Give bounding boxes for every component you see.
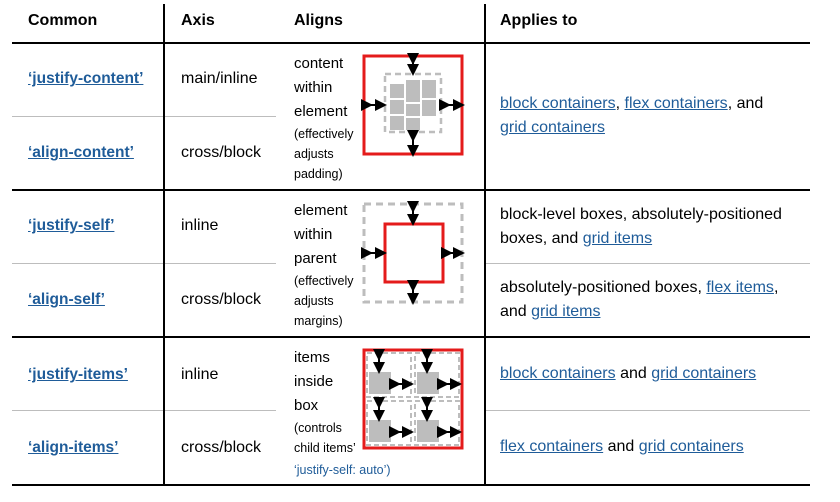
bottom-rule: [12, 484, 810, 486]
flex-containers-link[interactable]: flex containers: [624, 95, 728, 112]
grid-containers-link[interactable]: grid containers: [500, 119, 605, 136]
grid-containers-link[interactable]: grid containers: [651, 365, 757, 382]
column-rule: [484, 4, 486, 484]
axis-inline: inline: [181, 366, 219, 383]
header-applies-to: Applies to: [500, 12, 578, 29]
grid-items-link[interactable]: grid items: [531, 303, 601, 320]
aligns-description: items inside box (controls child items’ …: [294, 349, 391, 477]
axis-cross-block: cross/block: [181, 439, 262, 456]
applies-to-items-align: flex containers and grid containers: [500, 438, 744, 455]
aligns-description: content within element (effectively adju…: [294, 55, 354, 181]
axis-cross-block: cross/block: [181, 144, 262, 161]
grid-containers-link[interactable]: grid containers: [638, 438, 744, 455]
row-divider: [12, 116, 276, 117]
block-containers-link[interactable]: block containers: [500, 95, 616, 112]
block-containers-link[interactable]: block containers: [500, 365, 616, 382]
row-divider: [12, 263, 276, 264]
content-alignment-diagram: [361, 53, 465, 157]
flex-items-link[interactable]: flex items: [706, 279, 774, 296]
justify-items-link[interactable]: ‘justify-items’: [28, 366, 128, 383]
column-rule: [163, 4, 165, 484]
items-alignment-diagram: [362, 348, 464, 450]
header-common: Common: [28, 12, 98, 29]
axis-inline: inline: [181, 217, 219, 234]
align-content-link[interactable]: ‘align-content’: [28, 144, 134, 161]
header-aligns: Aligns: [294, 12, 343, 29]
flex-containers-link[interactable]: flex containers: [500, 438, 604, 455]
row-divider: [12, 410, 276, 411]
row-divider: [486, 263, 810, 264]
grid-items-link[interactable]: grid items: [582, 230, 653, 247]
row-divider: [486, 410, 810, 411]
justify-content-link[interactable]: ‘justify-content’: [28, 70, 144, 87]
axis-cross-block: cross/block: [181, 291, 262, 308]
self-alignment-diagram: [361, 201, 465, 305]
applies-to-self-align: absolutely-positioned boxes, flex items,…: [500, 279, 779, 320]
axis-main-inline: main/inline: [181, 70, 258, 87]
justify-self-link[interactable]: ‘justify-self’: [28, 217, 115, 234]
aligns-description: element within parent (effectively adjus…: [294, 202, 354, 328]
applies-to-self-justify: block-level boxes, absolutely-positioned…: [500, 206, 782, 247]
group-rule-2: [12, 336, 810, 338]
applies-to-items-justify: block containers and grid containers: [500, 365, 757, 382]
align-self-link[interactable]: ‘align-self’: [28, 291, 105, 308]
header-axis: Axis: [181, 12, 215, 29]
header-rule: [12, 42, 810, 44]
group-rule-1: [12, 189, 810, 191]
align-items-link[interactable]: ‘align-items’: [28, 439, 119, 456]
applies-to-content: block containers, flex containers, and g…: [500, 95, 764, 136]
